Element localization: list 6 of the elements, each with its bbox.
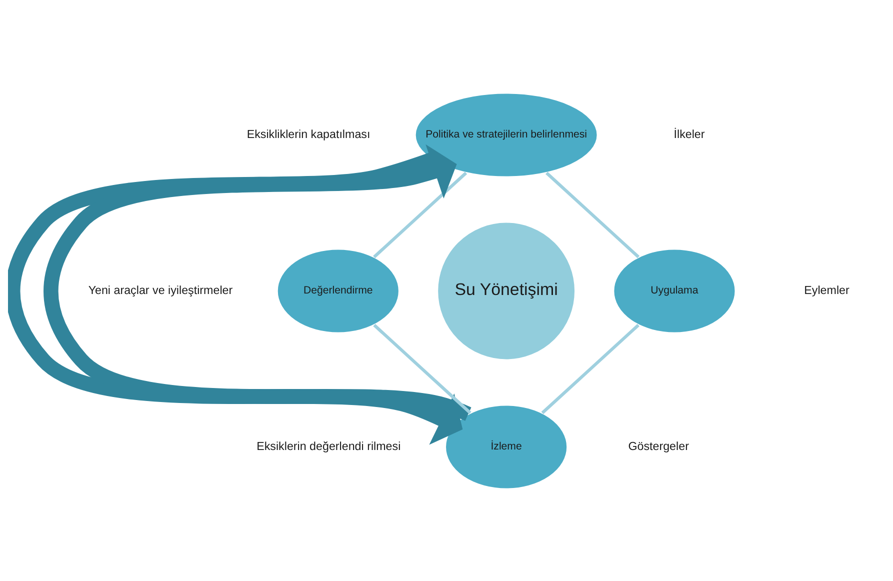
label: Eksiklerin değerlendi rilmesi: [256, 439, 401, 452]
label: Göstergeler: [628, 439, 689, 452]
label: Eylemler: [804, 283, 850, 296]
label: Eksikliklerin kapatılması: [246, 127, 370, 140]
label: Yeni araçlar ve iyileştirmeler: [88, 283, 233, 296]
label: İlkeler: [674, 127, 705, 140]
